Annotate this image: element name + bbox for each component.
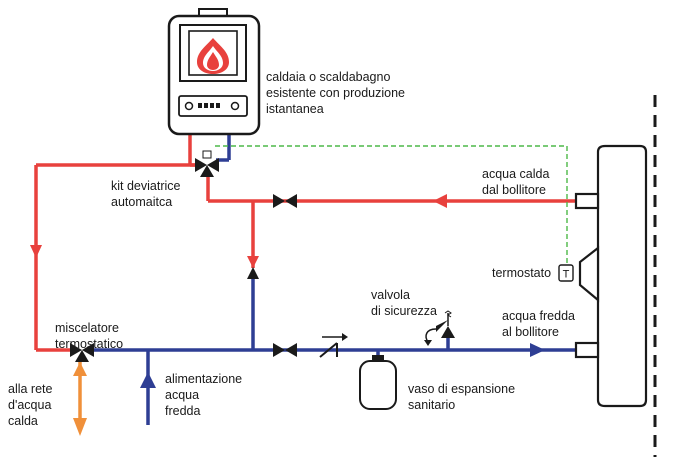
boiler-label: caldaia o scaldabagno esistente con prod…	[266, 70, 408, 116]
check-valve-icon	[319, 333, 348, 358]
thermostat-control-line	[215, 145, 568, 265]
gate-valve-icon	[273, 343, 297, 357]
hot-from-tank-label: acqua calda dal bollitore	[482, 167, 553, 197]
storage-tank-icon	[574, 144, 648, 408]
hot-water-pipes	[34, 135, 576, 352]
safety-valve-label: valvola di sicurezza	[371, 288, 437, 318]
diverter-valve-icon	[195, 150, 219, 177]
cold-supply-label: alimentazione acqua fredda	[165, 372, 246, 418]
thermostat-label: termostato	[492, 266, 551, 280]
expansion-vessel-icon	[359, 355, 397, 410]
cold-to-tank-label: acqua fredda al bollitore	[502, 309, 578, 339]
hot-network-label: alla rete d'acqua calda	[8, 382, 56, 428]
flame-icon	[197, 38, 229, 74]
expansion-vessel-label: vaso di espansione sanitario	[408, 382, 519, 412]
mixer-valve-icon	[70, 343, 94, 362]
thermostat-icon: T	[558, 264, 574, 282]
hot-network-outlet	[73, 360, 87, 436]
safety-valve-icon	[424, 310, 455, 346]
flow-arrows	[30, 194, 545, 388]
diverter-kit-label: kit deviatrice automaitca	[111, 179, 184, 209]
mixer-label: miscelatore termostatico	[55, 321, 123, 351]
boiler-icon	[167, 8, 261, 136]
gate-valve-icon	[273, 194, 297, 208]
thermostat-symbol: T	[563, 269, 570, 281]
